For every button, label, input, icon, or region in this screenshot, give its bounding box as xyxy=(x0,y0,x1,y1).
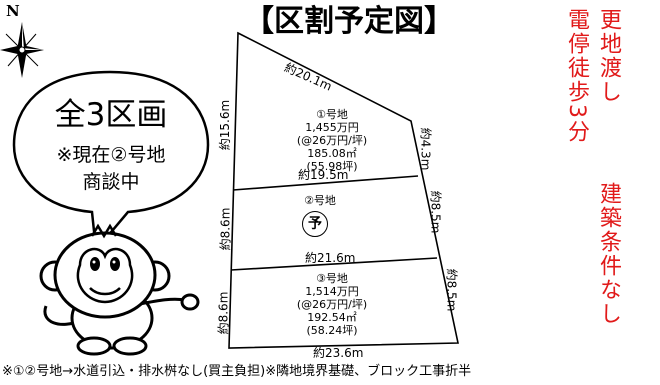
lot3-price: 1,514万円 xyxy=(305,285,359,298)
plot-outline xyxy=(228,31,459,349)
lot1-unit-price: (@26万円/坪) xyxy=(296,134,368,147)
lot1-info: ①号地 1,455万円 (@26万円/坪) 185.08㎡ (55.98坪) xyxy=(282,108,382,173)
note-no-building-conditions: 建築条件なし xyxy=(596,182,621,326)
dim-right-lot2: 約8.5m xyxy=(428,190,443,234)
lot3-unit-price: (@26万円/坪) xyxy=(296,298,368,311)
lot1-area-tsubo: (55.98坪) xyxy=(306,160,358,173)
dim-boundary-2-3: 約21.6m xyxy=(305,251,356,265)
north-label: N xyxy=(6,2,20,20)
lot2-label: ②号地 xyxy=(304,194,336,207)
bubble-status-text: ※現在②号地 xyxy=(56,144,166,166)
note-station-walk: 電停徒歩3分 xyxy=(564,8,589,144)
lot3-label: ③号地 xyxy=(316,272,348,285)
lot1-area-m2: 185.08㎡ xyxy=(307,147,357,160)
lot1-label: ①号地 xyxy=(316,108,348,121)
lot3-area-tsubo: (58.24坪) xyxy=(306,324,358,337)
lot3-info: ③号地 1,514万円 (@26万円/坪) 192.54㎡ (58.24坪) xyxy=(282,272,382,337)
lot1-price: 1,455万円 xyxy=(305,121,359,134)
bubble-main-text: 全3区画 xyxy=(54,97,168,133)
lot3-area-m2: 192.54㎡ xyxy=(307,311,357,324)
boundary-lot1-lot2 xyxy=(232,175,419,191)
dim-bottom-edge: 約23.6m xyxy=(313,346,364,360)
footer-note: ※①②号地→水道引込・排水桝なし(買主負担)※隣地境界基礎、ブロック工事折半 xyxy=(2,364,472,379)
dim-left-lot3: 約8.6m xyxy=(216,291,231,335)
dim-boundary-1-2: 約19.5m xyxy=(298,168,349,182)
dim-right-lot1: 約4.3m xyxy=(418,127,433,171)
note-vacant-land: 更地渡し xyxy=(596,8,621,104)
dim-right-lot3: 約8.5m xyxy=(444,268,459,312)
boundary-lot2-lot3 xyxy=(230,257,438,271)
dim-left-lot1: 約15.6m xyxy=(218,99,233,151)
reserved-mark-icon: 予 xyxy=(302,211,328,237)
dim-left-lot2: 約8.6m xyxy=(218,207,233,251)
bubble-negotiation-text: 商談中 xyxy=(82,171,140,193)
compass-icon xyxy=(0,22,44,78)
page-title: 【区割予定図】 xyxy=(244,4,454,39)
